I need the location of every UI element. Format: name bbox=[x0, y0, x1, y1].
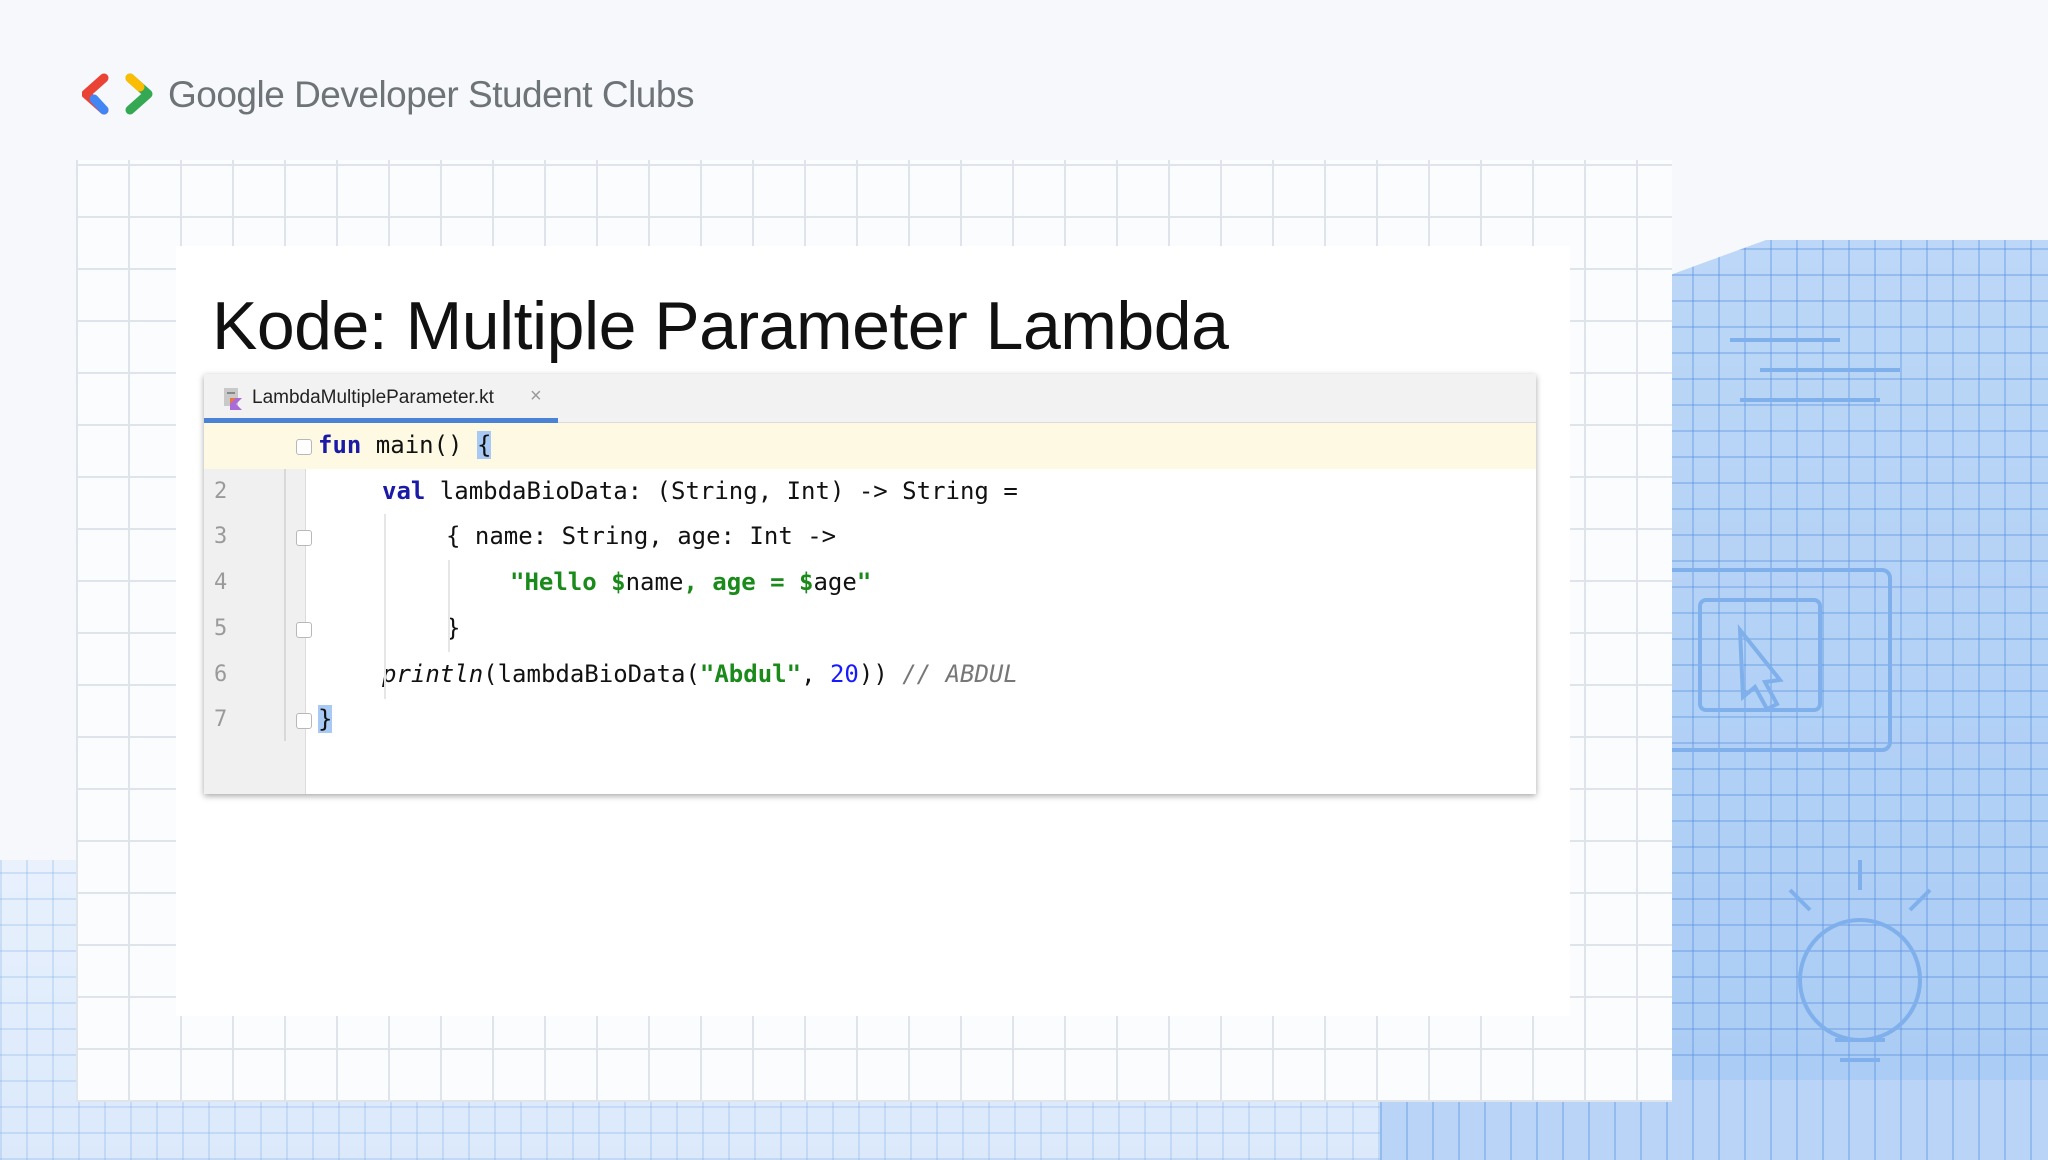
code-token: } bbox=[318, 705, 333, 734]
code-token: "Hello bbox=[510, 568, 612, 597]
editor-tab[interactable]: LambdaMultipleParameter.kt × bbox=[204, 374, 558, 423]
slide-title: Kode: Multiple Parameter Lambda bbox=[212, 288, 1229, 364]
code-line: println(lambdaBioData("Abdul", 20)) // A… bbox=[204, 652, 1536, 698]
indent-guide bbox=[384, 514, 386, 699]
line-number: 4 bbox=[214, 570, 228, 596]
code-editor: LambdaMultipleParameter.kt × 1 2 3 4 5 6… bbox=[204, 374, 1536, 794]
code-token: age bbox=[813, 568, 857, 597]
line-number: 3 bbox=[214, 524, 228, 550]
code-line: "Hello $name, age = $age" bbox=[204, 560, 1536, 606]
code-token: println bbox=[382, 659, 484, 688]
code-area[interactable] bbox=[306, 423, 1536, 794]
code-token: { name: String, age: Int -> bbox=[446, 522, 837, 551]
gdsc-logo-icon bbox=[81, 72, 156, 116]
code-line: fun main() { bbox=[204, 423, 1536, 469]
code-token: name bbox=[625, 568, 684, 597]
kotlin-file-icon bbox=[222, 386, 244, 410]
code-token: , age = bbox=[683, 568, 799, 597]
code-token: " bbox=[856, 568, 872, 597]
code-token: { bbox=[476, 431, 492, 459]
line-number: 2 bbox=[214, 478, 228, 504]
line-number: 7 bbox=[214, 707, 228, 733]
code-token: )) bbox=[858, 659, 903, 688]
gutter-divider bbox=[284, 423, 286, 741]
code-token: main() bbox=[361, 431, 477, 459]
tab-filename: LambdaMultipleParameter.kt bbox=[252, 387, 494, 408]
code-token: "Abdul" bbox=[699, 659, 802, 688]
line-number-gutter: 1 2 3 4 5 6 7 bbox=[204, 423, 306, 794]
active-tab-indicator bbox=[204, 418, 558, 423]
line-number: 6 bbox=[214, 661, 228, 687]
fold-icon[interactable] bbox=[296, 439, 312, 455]
line-number: 5 bbox=[214, 615, 228, 641]
code-token: 20 bbox=[829, 659, 859, 688]
code-token: // ABDUL bbox=[902, 659, 1018, 688]
editor-tab-bar: LambdaMultipleParameter.kt × bbox=[204, 374, 1536, 423]
code-token: $ bbox=[799, 568, 814, 597]
code-token: , bbox=[801, 659, 830, 688]
close-icon[interactable]: × bbox=[530, 385, 542, 407]
fold-icon[interactable] bbox=[296, 530, 312, 547]
code-line: } bbox=[204, 697, 1536, 743]
indent-guide bbox=[448, 560, 450, 652]
fold-icon[interactable] bbox=[296, 713, 312, 730]
code-token: (lambdaBioData( bbox=[483, 659, 700, 688]
code-line: { name: String, age: Int -> bbox=[204, 514, 1536, 560]
code-line: val lambdaBioData: (String, Int) -> Stri… bbox=[204, 469, 1536, 515]
fold-icon[interactable] bbox=[296, 621, 312, 638]
illustration-icon bbox=[1658, 338, 1932, 1062]
code-token: $ bbox=[611, 568, 626, 597]
brand-name: Google Developer Student Clubs bbox=[168, 74, 694, 115]
code-token: val bbox=[382, 476, 426, 505]
code-token: fun bbox=[318, 431, 362, 459]
code-token: lambdaBioData: (String, Int) -> String = bbox=[425, 476, 1018, 505]
code-line: } bbox=[204, 606, 1536, 652]
background-illustration-right bbox=[1640, 240, 2048, 1160]
